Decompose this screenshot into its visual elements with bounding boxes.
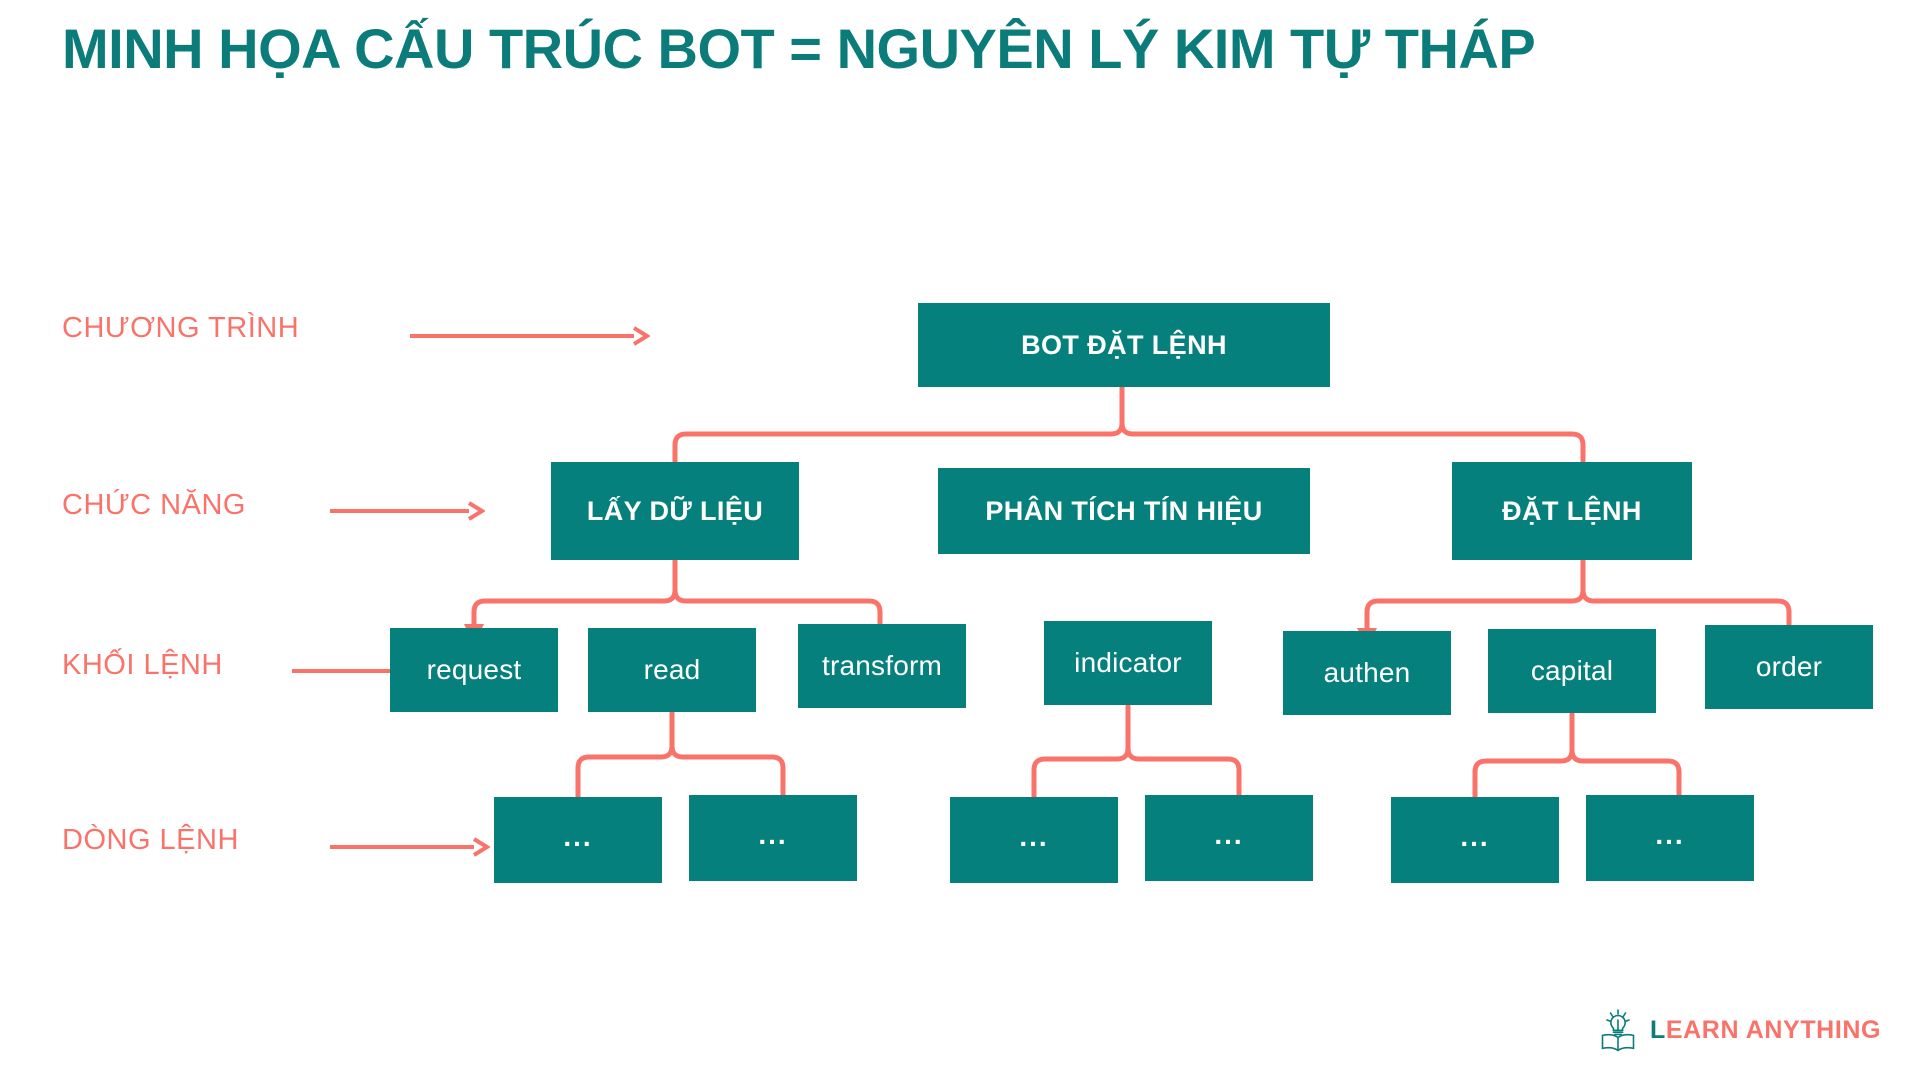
row-label-dong-lenh: DÒNG LỆNH [62, 824, 239, 856]
node-dat-lenh[interactable]: ĐẶT LỆNH [1452, 462, 1692, 560]
row-label-chuc-nang: CHỨC NĂNG [62, 489, 246, 521]
node-dots-2[interactable]: ... [689, 795, 857, 881]
connector-laydulieu-to-request [471, 560, 678, 624]
node-lay-du-lieu[interactable]: LẤY DỮ LIỆU [551, 462, 799, 560]
connector-read-to-dots-1 [575, 712, 675, 797]
connector-indicator-to-dots-1 [1031, 705, 1131, 797]
connector-read-to-dots-2 [669, 712, 786, 797]
logo-text: LEARN ANYTHING [1650, 1016, 1881, 1045]
row-label-khoi-lenh: KHỐI LỆNH [62, 649, 223, 681]
node-dots-4[interactable]: ... [1145, 795, 1313, 881]
connector-root-to-dat-lenh [1119, 386, 1586, 462]
node-bot-dat-lenh[interactable]: BOT ĐẶT LỆNH [918, 303, 1330, 387]
node-capital[interactable]: capital [1488, 629, 1656, 713]
row-label-arrow-dong-lenh [330, 837, 490, 857]
book-lightbulb-icon [1601, 1009, 1635, 1052]
logo-rest-text: EARN ANYTHING [1665, 1015, 1882, 1044]
node-authen[interactable]: authen [1283, 631, 1451, 715]
node-dots-5[interactable]: ... [1391, 797, 1559, 883]
row-label-chuong-trinh: CHƯƠNG TRÌNH [62, 312, 300, 344]
row-label-arrow-chuong-trinh [410, 326, 650, 346]
connector-indicator-to-dots-2 [1125, 705, 1242, 797]
node-dots-3[interactable]: ... [950, 797, 1118, 883]
connector-datlenh-to-authen [1364, 560, 1586, 628]
node-dots-6[interactable]: ... [1586, 795, 1754, 881]
connector-laydulieu-to-transform [672, 560, 883, 624]
connector-root-to-lay-du-lieu [672, 386, 1125, 462]
page-title: MINH HỌA CẤU TRÚC BOT = NGUYÊN LÝ KIM TỰ… [62, 17, 1536, 80]
logo-lead-letter: L [1650, 1015, 1666, 1044]
node-dots-1[interactable]: ... [494, 797, 662, 883]
connector-capital-to-dots-1 [1472, 713, 1575, 797]
logo: LEARN ANYTHING [1597, 1008, 1881, 1052]
node-phan-tich-tin-hieu[interactable]: PHÂN TÍCH TÍN HIỆU [938, 468, 1310, 554]
node-order[interactable]: order [1705, 625, 1873, 709]
connector-datlenh-to-order [1580, 560, 1792, 628]
node-read[interactable]: read [588, 628, 756, 712]
node-transform[interactable]: transform [798, 624, 966, 708]
connector-capital-to-dots-2 [1569, 713, 1682, 797]
node-request[interactable]: request [390, 628, 558, 712]
node-indicator[interactable]: indicator [1044, 621, 1212, 705]
row-label-arrow-chuc-nang [330, 501, 485, 521]
